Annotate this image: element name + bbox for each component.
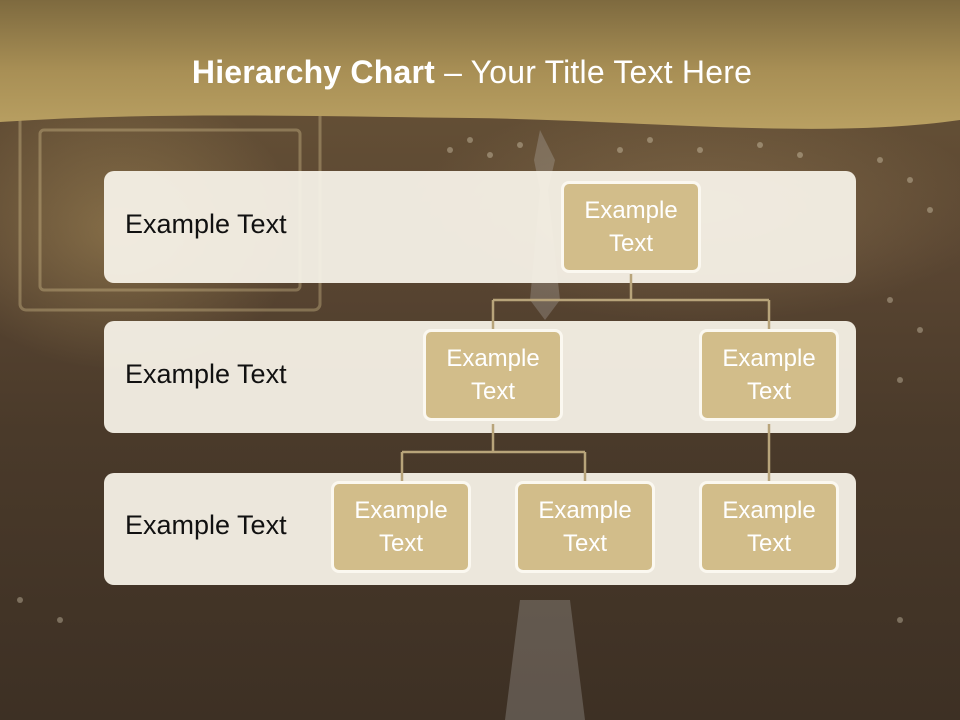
- slide-title-rest: – Your Title Text Here: [435, 54, 753, 90]
- hierarchy-row-1: Example Text: [104, 171, 856, 283]
- slide-title-bold: Hierarchy Chart: [191, 54, 435, 90]
- node-level3-c: Example Text: [699, 481, 839, 573]
- title-banner: [0, 0, 960, 129]
- connector-root-to-level2: [491, 274, 771, 329]
- row-3-label: Example Text: [125, 510, 287, 540]
- node-level3-a: Example Text: [331, 481, 471, 573]
- slide-title: Hierarchy Chart – Your Title Text Here: [0, 54, 944, 91]
- node-level2-left: Example Text: [423, 329, 563, 421]
- row-2-label: Example Text: [125, 359, 287, 389]
- node-root: Example Text: [561, 181, 701, 273]
- connector-left-to-level3: [400, 424, 587, 481]
- node-level3-b: Example Text: [515, 481, 655, 573]
- node-level2-right: Example Text: [699, 329, 839, 421]
- row-1-label: Example Text: [125, 209, 287, 239]
